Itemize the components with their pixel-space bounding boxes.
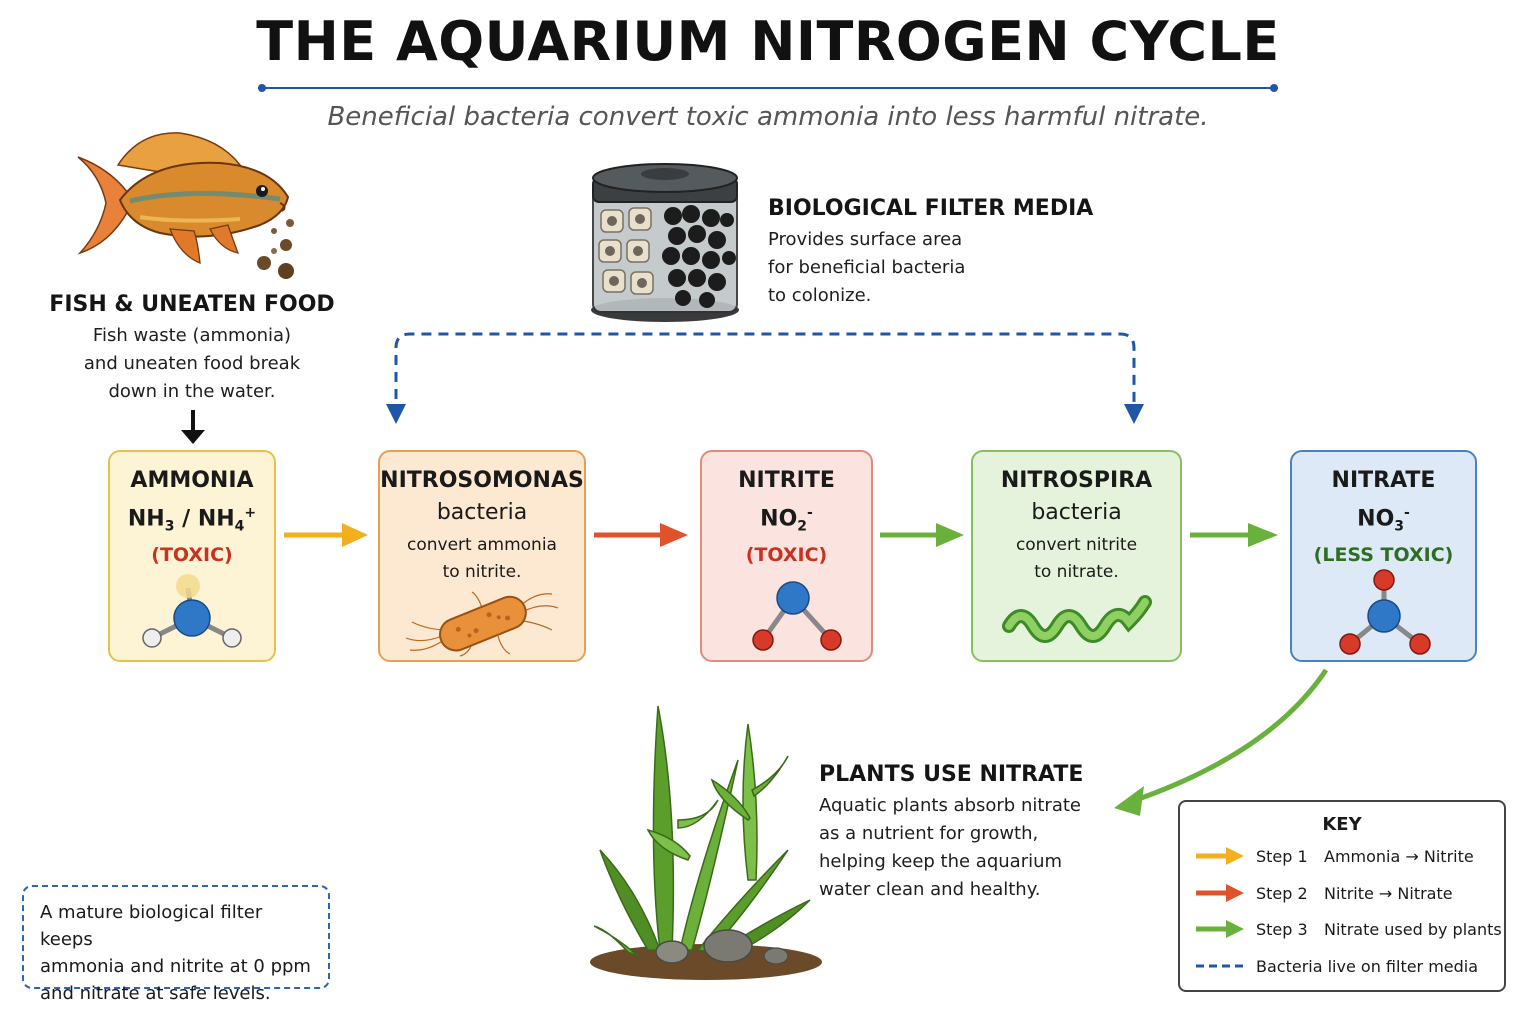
fish-line-1: Fish waste (ammonia) <box>92 325 292 346</box>
key-step1-arrow-icon <box>1196 847 1244 865</box>
page-subtitle: Beneficial bacteria convert toxic ammoni… <box>327 102 1209 132</box>
key-dashed-desc: Bacteria live on filter media <box>1256 957 1479 976</box>
ammonia-sup-plus: + <box>244 505 257 521</box>
legend-key: KEY Step 1 Ammonia → Nitrite Step 2 Nitr… <box>1178 800 1506 992</box>
fish-food-title: FISH & UNEATEN FOOD <box>49 292 335 317</box>
key-step1-desc: Ammonia → Nitrite <box>1324 847 1474 866</box>
title-rule <box>258 84 1278 92</box>
nitrate-sup: - <box>1404 505 1410 521</box>
nitrosomonas-description: convert ammonia to nitrite. <box>380 532 584 586</box>
note-line-2: ammonia and nitrite at 0 ppm <box>40 956 311 977</box>
step3-arrow-a <box>880 523 964 547</box>
fish-line-2: and uneaten food break <box>83 353 301 374</box>
ammonia-formula: NH3 / NH4+ <box>110 496 274 544</box>
bacteria-dashed-connector <box>386 332 1144 424</box>
ammonia-formula-nh4: NH <box>197 506 235 532</box>
ammonia-card: AMMONIA NH3 / NH4+ (TOXIC) <box>108 450 276 662</box>
key-step3-desc: Nitrate used by plants <box>1324 920 1502 939</box>
note-line-3: and nitrate at safe levels. <box>40 983 271 1004</box>
spiral-bacterium-icon <box>1001 595 1152 643</box>
filter-line-2: for beneficial bacteria <box>768 257 966 278</box>
plants-description: Aquatic plants absorb nitrate as a nutri… <box>819 792 1081 904</box>
fish-line-3: down in the water. <box>108 381 276 402</box>
nitrospira-line-1: convert nitrite <box>1015 535 1138 555</box>
key-step2-desc: Nitrite → Nitrate <box>1324 884 1453 903</box>
step3-arrow-b <box>1190 523 1278 547</box>
plants-line-3: helping keep the aquarium <box>819 851 1063 872</box>
nitrite-molecule-icon <box>751 580 842 651</box>
nitrate-card: NITRATE NO3- (LESS TOXIC) <box>1290 450 1477 662</box>
plants-title: PLANTS USE NITRATE <box>819 762 1084 787</box>
filter-line-1: Provides surface area <box>768 229 963 250</box>
ammonia-formula-nh3: NH <box>127 506 165 532</box>
key-title: KEY <box>1322 814 1362 835</box>
rod-bacterium-icon <box>405 591 559 657</box>
nitrate-sub: 3 <box>1394 518 1405 535</box>
page-title: THE AQUARIUM NITROGEN CYCLE <box>256 10 1280 73</box>
ammonia-sub-4: 4 <box>234 518 245 535</box>
ammonia-molecule-icon <box>142 573 242 648</box>
key-step2-label: Step 2 <box>1256 884 1308 903</box>
nitrite-sup: - <box>807 505 813 521</box>
note-line-1: A mature biological filter keeps <box>40 902 263 950</box>
food-pellets-icon <box>257 219 294 279</box>
key-step2-arrow-icon <box>1196 884 1244 902</box>
plants-line-2: as a nutrient for growth, <box>819 823 1039 844</box>
plants-line-1: Aquatic plants absorb nitrate <box>819 795 1081 816</box>
ammonia-separator: / <box>174 506 198 532</box>
nitrite-card: NITRITE NO2- (TOXIC) <box>700 450 873 662</box>
key-step3-label: Step 3 <box>1256 920 1308 939</box>
step2-arrow <box>594 523 688 547</box>
ammonia-status: (TOXIC) <box>151 543 233 566</box>
key-step3-arrow-icon <box>1196 920 1244 938</box>
fish-icon <box>77 132 290 265</box>
nitrosomonas-card: NITROSOMONAS bacteria convert ammonia to… <box>378 450 586 662</box>
nitrite-formula: NO2- <box>702 496 871 544</box>
nitrosomonas-line-1: convert ammonia <box>407 535 557 555</box>
plants-line-4: water clean and healthy. <box>819 879 1041 900</box>
mature-filter-note: A mature biological filter keeps ammonia… <box>22 885 330 1004</box>
key-dashed-line-icon <box>1196 964 1244 968</box>
nitrate-molecule-icon <box>1338 568 1431 655</box>
nitrite-title: NITRITE <box>738 468 835 493</box>
nitrite-status: (TOXIC) <box>745 543 828 566</box>
nitrosomonas-subtitle: bacteria <box>436 500 528 525</box>
key-step1-label: Step 1 <box>1256 847 1308 866</box>
nitrospira-title: NITROSPIRA <box>1000 468 1153 493</box>
ammonia-sub-3: 3 <box>164 518 175 535</box>
filter-description: Provides surface area for beneficial bac… <box>768 226 965 310</box>
nitrospira-card: NITROSPIRA bacteria convert nitrite to n… <box>971 450 1182 662</box>
ammonia-title: AMMONIA <box>130 468 254 493</box>
plants-curved-arrow <box>1114 668 1329 816</box>
filter-line-3: to colonize. <box>768 285 872 306</box>
nitrate-formula-no: NO <box>1357 506 1395 532</box>
nitrate-title: NITRATE <box>1331 468 1436 493</box>
nitrospira-subtitle: bacteria <box>1031 500 1122 525</box>
down-arrow-icon <box>181 410 205 444</box>
nitrate-status: (LESS TOXIC) <box>1313 543 1454 566</box>
filter-title: BIOLOGICAL FILTER MEDIA <box>768 196 1094 221</box>
aquatic-plants-icon <box>590 705 822 980</box>
step1-arrow <box>284 523 368 547</box>
nitrospira-description: convert nitrite to nitrate. <box>973 532 1180 586</box>
nitrosomonas-title: NITROSOMONAS <box>380 468 584 493</box>
nitrite-sub: 2 <box>797 518 808 535</box>
fish-food-description: Fish waste (ammonia) and uneaten food br… <box>40 322 344 406</box>
nitrosomonas-line-2: to nitrite. <box>442 562 522 582</box>
filter-media-jar-icon <box>591 163 739 322</box>
nitrite-formula-no: NO <box>760 506 798 532</box>
nitrospira-line-2: to nitrate. <box>1034 562 1119 582</box>
nitrate-formula: NO3- <box>1292 496 1475 544</box>
